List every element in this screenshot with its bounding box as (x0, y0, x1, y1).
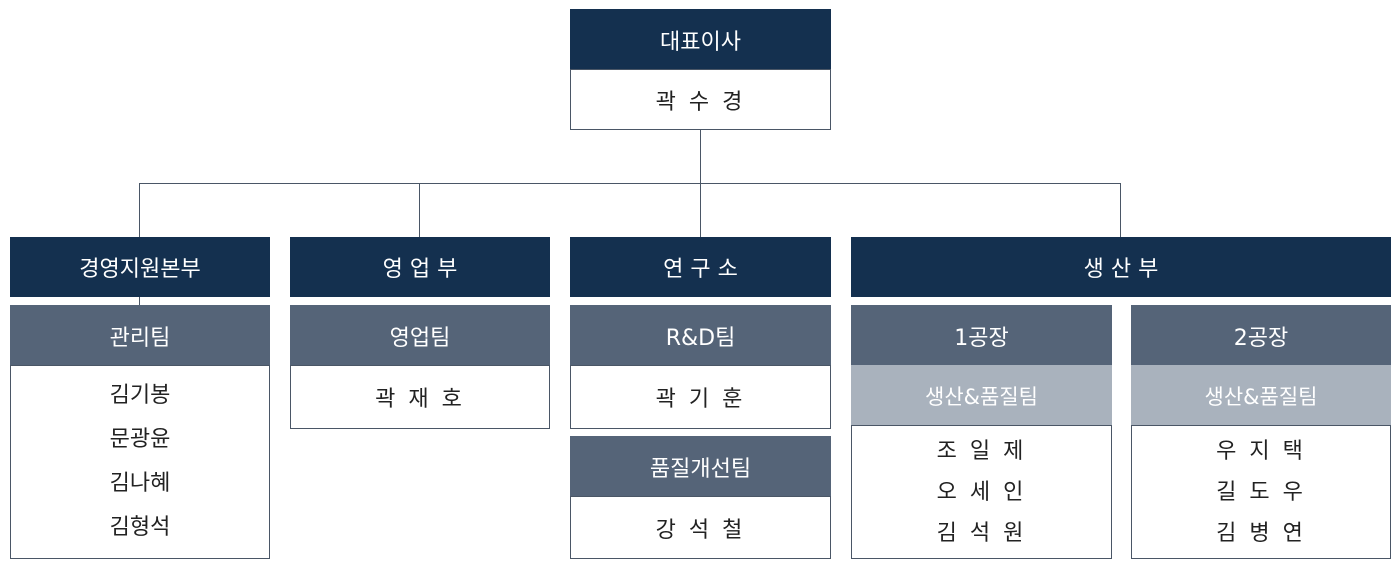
member-name: 우 지 택 (1216, 438, 1306, 464)
plant2-member-list: 우 지 택 길 도 우 김 병 연 (1216, 431, 1306, 554)
production-dept-box: 생 산 부 (851, 237, 1391, 297)
ceo-name-box: 곽 수 경 (570, 69, 831, 130)
ceo-title-box: 대표이사 (570, 9, 831, 70)
member-name: 문광윤 (109, 427, 171, 452)
plant1-team-title: 생산&품질팀 (925, 384, 1038, 409)
sales-dept-box: 영 업 부 (290, 237, 550, 297)
plant1-title: 1공장 (954, 325, 1009, 351)
plant1-team-box: 생산&품질팀 (851, 365, 1112, 426)
production-connector-line (1120, 183, 1121, 238)
management-member-list: 김기봉 문광윤 김나혜 김형석 (110, 374, 171, 550)
rnd-team-title: R&D팀 (665, 325, 736, 351)
management-team-title: 관리팀 (109, 325, 171, 351)
quality-improvement-team-box: 품질개선팀 (570, 436, 831, 497)
plant1-member-list: 조 일 제 오 세 인 김 석 원 (937, 431, 1027, 554)
management-members-box: 김기봉 문광윤 김나혜 김형석 (10, 365, 270, 559)
management-team-connector-line (139, 296, 140, 306)
ceo-title: 대표이사 (660, 29, 741, 55)
production-dept-title: 생 산 부 (1083, 257, 1159, 282)
quality-improvement-members-box: 강 석 철 (570, 496, 831, 559)
plant2-team-title: 생산&품질팀 (1204, 384, 1318, 409)
plant1-members-box: 조 일 제 오 세 인 김 석 원 (851, 425, 1112, 559)
quality-improvement-team-title: 품질개선팀 (649, 456, 752, 482)
sales-connector-line (419, 183, 420, 238)
management-dept-title: 경영지원본부 (79, 257, 201, 282)
member-name: 조 일 제 (936, 438, 1027, 464)
sales-team-box: 영업팀 (290, 305, 550, 366)
plant1-box: 1공장 (851, 305, 1112, 366)
member-name: 곽 재 호 (375, 387, 465, 412)
plant2-title: 2공장 (1233, 325, 1289, 351)
member-name: 오 세 인 (936, 479, 1027, 505)
horizontal-connector-line (139, 183, 1121, 184)
sales-team-title: 영업팀 (389, 325, 451, 351)
plant2-team-box: 생산&품질팀 (1131, 365, 1391, 426)
member-name: 김 석 원 (936, 520, 1027, 546)
rnd-team-box: R&D팀 (570, 305, 831, 366)
research-dept-box: 연 구 소 (570, 237, 831, 297)
management-connector-line (139, 183, 140, 238)
member-name: 길 도 우 (1216, 479, 1306, 505)
management-dept-box: 경영지원본부 (10, 237, 270, 297)
member-name: 곽 기 훈 (655, 387, 746, 412)
ceo-name: 곽 수 경 (655, 89, 746, 115)
research-dept-title: 연 구 소 (663, 257, 738, 282)
ceo-connector-line (700, 128, 701, 184)
plant2-box: 2공장 (1131, 305, 1391, 366)
research-connector-line (700, 183, 701, 238)
sales-members-box: 곽 재 호 (290, 365, 550, 429)
sales-dept-title: 영 업 부 (382, 257, 458, 282)
management-team-box: 관리팀 (10, 305, 270, 366)
member-name: 김기봉 (109, 383, 171, 408)
member-name: 강 석 철 (655, 517, 746, 543)
rnd-members-box: 곽 기 훈 (570, 365, 831, 429)
member-name: 김나혜 (109, 471, 171, 496)
plant2-members-box: 우 지 택 길 도 우 김 병 연 (1131, 425, 1391, 559)
member-name: 김 병 연 (1216, 520, 1306, 546)
member-name: 김형석 (109, 515, 171, 540)
